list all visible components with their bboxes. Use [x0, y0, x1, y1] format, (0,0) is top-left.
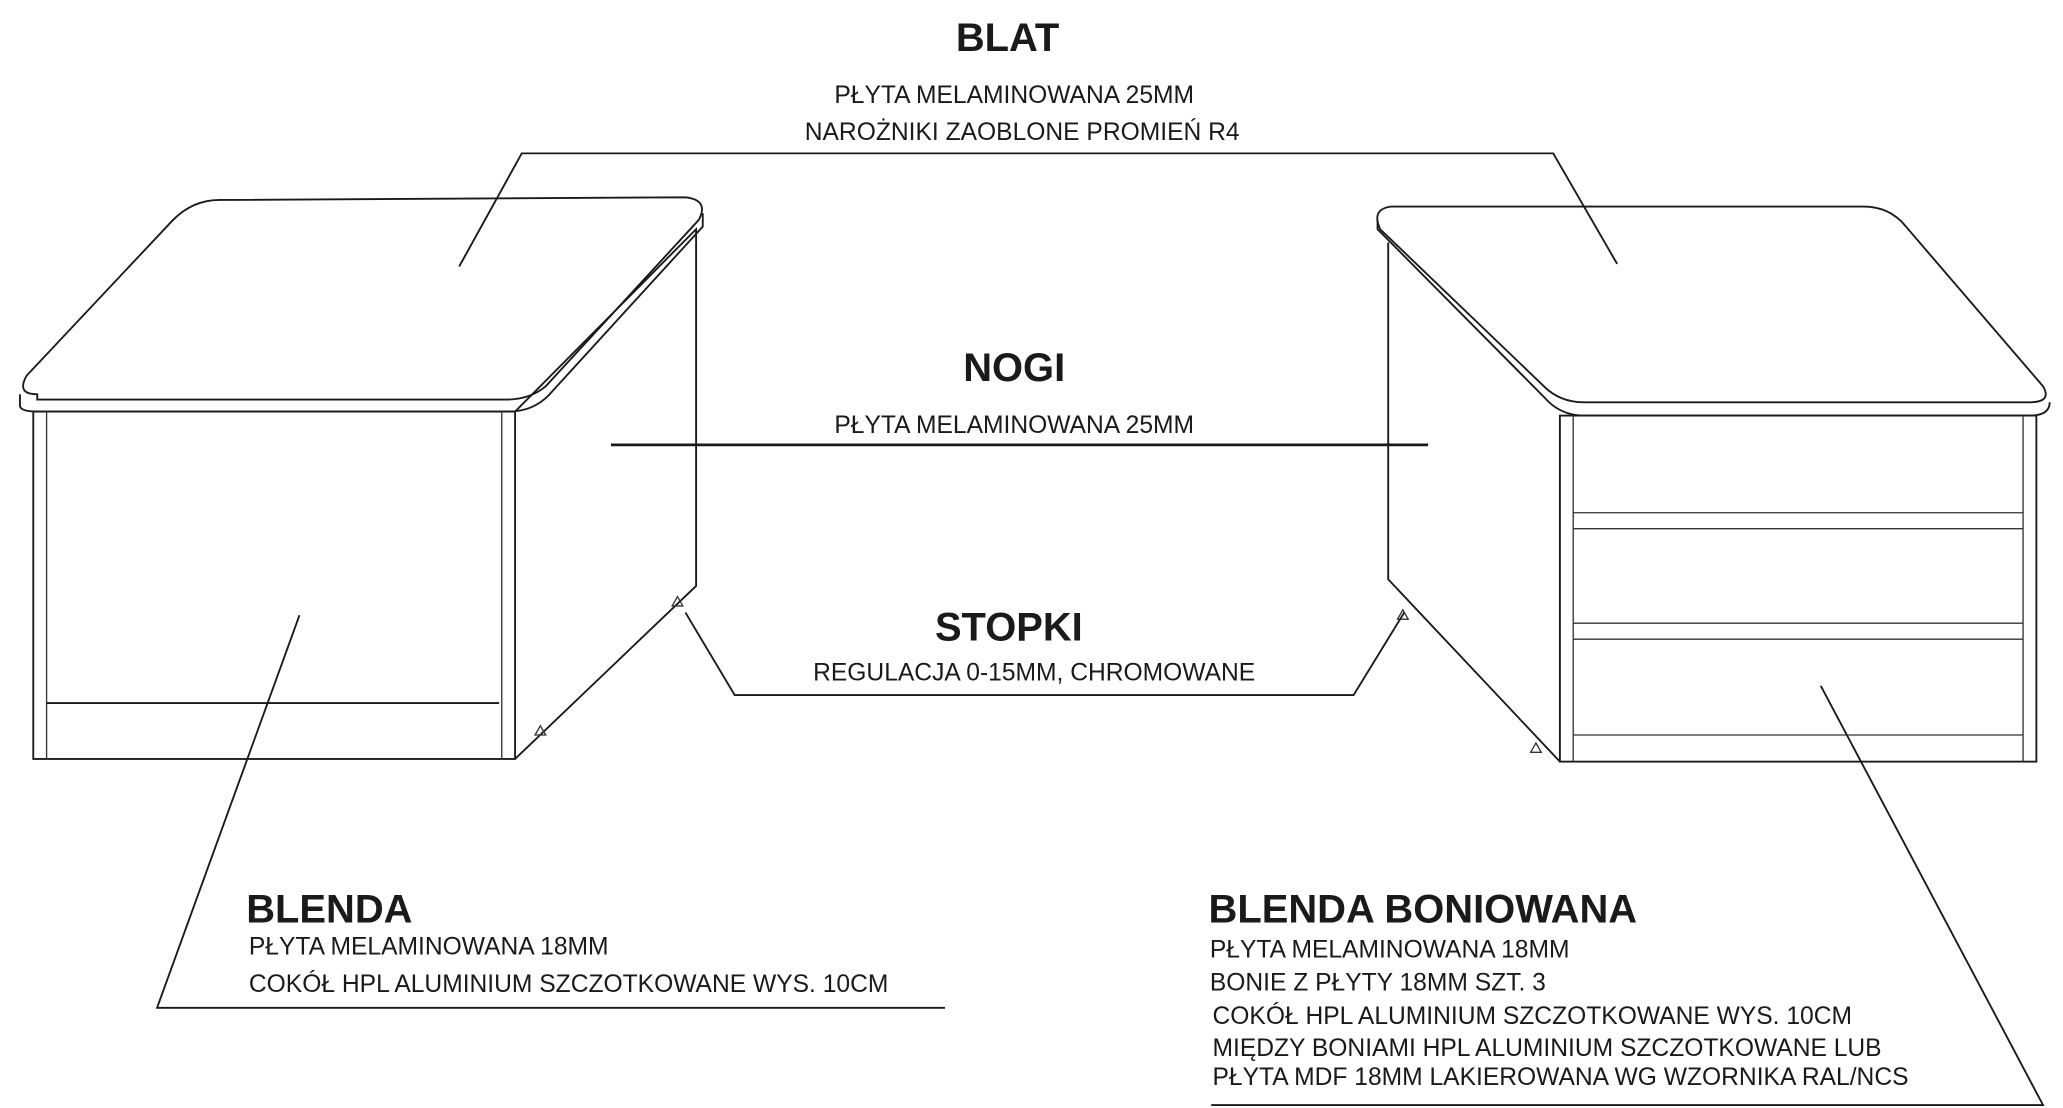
- blenda-boniowana-line-4: MIĘDZY BONIAMI HPL ALUMINIUM SZCZOTKOWAN…: [1213, 1035, 1882, 1062]
- nogi-title: NOGI: [963, 346, 1065, 390]
- left-foot-icon: [533, 595, 684, 736]
- blenda-boniowana-line-1: PŁYTA MELAMINOWANA 18MM: [1210, 936, 1570, 963]
- right-desk-side: [1387, 242, 1561, 763]
- blenda-line-2: COKÓŁ HPL ALUMINIUM SZCZOTKOWANE WYS. 10…: [249, 971, 888, 998]
- right-desk: [1376, 205, 2051, 763]
- left-desk-top: [22, 196, 703, 401]
- blenda-boniowana-line-5: PŁYTA MDF 18MM LAKIEROWANA WG WZORNIKA R…: [1213, 1064, 1909, 1091]
- left-desk-front: [32, 410, 517, 760]
- right-desk-front: [1558, 414, 2038, 763]
- left-desk-side: [514, 226, 698, 760]
- blenda-boniowana-line-2: BONIE Z PŁYTY 18MM SZT. 3: [1210, 970, 1546, 997]
- blat-title: BLAT: [956, 16, 1059, 60]
- right-foot-icon: [1396, 608, 1543, 753]
- blenda-boniowana-line-3: COKÓŁ HPL ALUMINIUM SZCZOTKOWANE WYS. 10…: [1213, 1003, 1852, 1030]
- stopki-title: STOPKI: [935, 606, 1083, 650]
- blenda-leader: [155, 614, 945, 1009]
- blenda-boniowana-leader: [1211, 685, 2045, 1106]
- blenda-line-1: PŁYTA MELAMINOWANA 18MM: [249, 934, 609, 961]
- right-desk-top: [1376, 205, 2047, 404]
- nogi-line-1: PŁYTA MELAMINOWANA 25MM: [834, 412, 1194, 439]
- stopki-line-1: REGULACJA 0-15MM, CHROMOWANE: [813, 659, 1255, 686]
- blat-line-2: NAROŻNIKI ZAOBLONE PROMIEŃ R4: [805, 119, 1240, 146]
- blenda-boniowana-title: BLENDA BONIOWANA: [1209, 888, 1638, 932]
- left-desk: [19, 196, 704, 760]
- left-desk-top-edge: [19, 213, 704, 413]
- blat-leader: [458, 152, 1618, 267]
- blat-line-1: PŁYTA MELAMINOWANA 25MM: [834, 82, 1194, 109]
- stopki-leader: [684, 612, 1405, 697]
- blenda-title: BLENDA: [246, 888, 412, 932]
- right-desk-top-edge: [1376, 219, 2051, 417]
- bonie-lines: [1573, 512, 2024, 736]
